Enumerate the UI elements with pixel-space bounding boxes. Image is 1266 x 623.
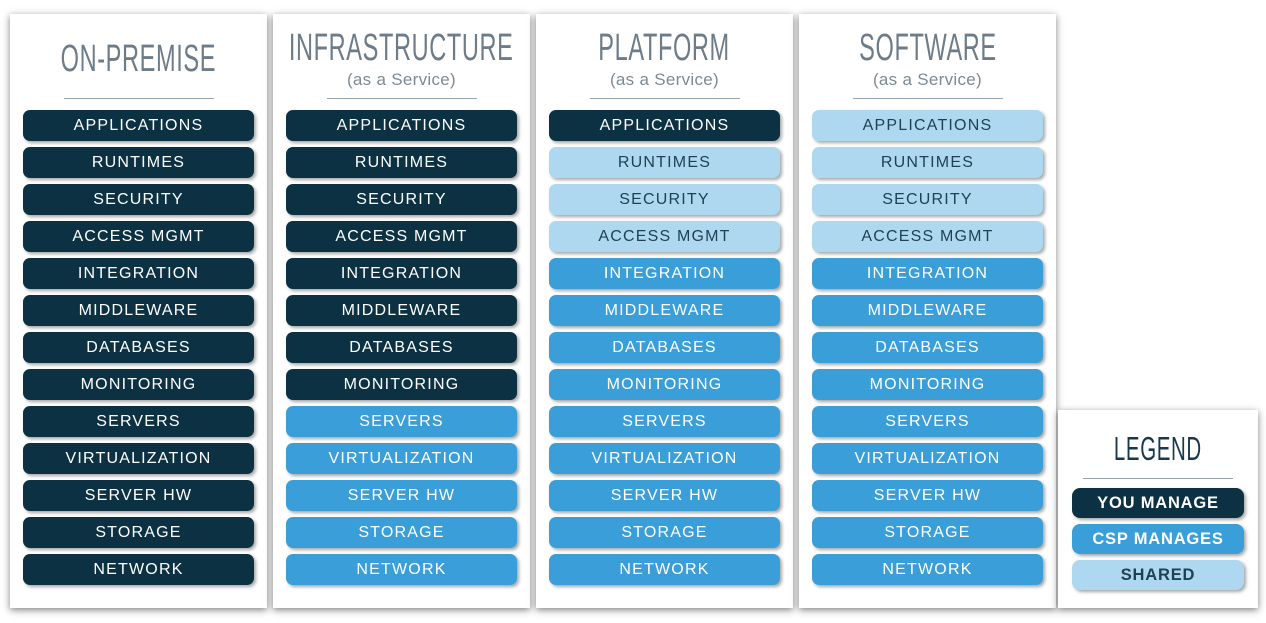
pill-monitoring: MONITORING <box>23 369 254 400</box>
column-subtitle: (as a Service) <box>872 69 983 89</box>
column-infrastructure: INFRASTRUCTURE (as a Service) APPLICATIO… <box>273 14 530 608</box>
legend-item-csp-manages: CSP MANAGES <box>1072 524 1244 554</box>
column-software: SOFTWARE (as a Service) APPLICATIONS RUNT… <box>799 14 1056 608</box>
column-title-text: SOFTWARE <box>858 26 997 69</box>
pill-network: NETWORK <box>286 554 517 585</box>
column-header: PLATFORM (as a Service) <box>549 20 780 98</box>
header-divider <box>589 98 740 99</box>
column-title: ON-PREMISE <box>13 40 264 78</box>
column-title: INFRASTRUCTURE <box>220 29 582 67</box>
pill-server-hw: SERVER HW <box>286 480 517 511</box>
legend-item-you-manage: YOU MANAGE <box>1072 488 1244 518</box>
pill-storage: STORAGE <box>549 517 780 548</box>
column-title: PLATFORM <box>558 29 770 67</box>
pill-runtimes: RUNTIMES <box>286 147 517 178</box>
legend-item-list: YOU MANAGE CSP MANAGES SHARED <box>1072 488 1244 590</box>
pill-monitoring: MONITORING <box>812 369 1043 400</box>
pill-servers: SERVERS <box>23 406 254 437</box>
legend-header: LEGEND <box>1072 418 1244 478</box>
pill-databases: DATABASES <box>812 332 1043 363</box>
pill-servers: SERVERS <box>812 406 1043 437</box>
pill-databases: DATABASES <box>286 332 517 363</box>
column-title: SOFTWARE <box>817 29 1039 67</box>
pill-security: SECURITY <box>286 184 517 215</box>
pill-runtimes: RUNTIMES <box>549 147 780 178</box>
pill-list: APPLICATIONS RUNTIMES SECURITY ACCESS MGMT I… <box>286 110 517 585</box>
pill-security: SECURITY <box>23 184 254 215</box>
pill-virtualization: VIRTUALIZATION <box>23 443 254 474</box>
pill-access-mgmt: ACCESS MGMT <box>549 221 780 252</box>
pill-integration: INTEGRATION <box>549 258 780 289</box>
header-divider <box>63 98 214 99</box>
pill-servers: SERVERS <box>549 406 780 437</box>
legend-card: LEGEND YOU MANAGE CSP MANAGES SHARED <box>1058 410 1258 608</box>
pill-integration: INTEGRATION <box>23 258 254 289</box>
column-header: INFRASTRUCTURE (as a Service) <box>286 20 517 98</box>
pill-applications: APPLICATIONS <box>549 110 780 141</box>
column-subtitle: (as a Service) <box>346 69 457 89</box>
header-divider <box>852 98 1003 99</box>
pill-middleware: MIDDLEWARE <box>23 295 254 326</box>
pill-access-mgmt: ACCESS MGMT <box>23 221 254 252</box>
pill-databases: DATABASES <box>549 332 780 363</box>
pill-network: NETWORK <box>549 554 780 585</box>
pill-security: SECURITY <box>812 184 1043 215</box>
pill-middleware: MIDDLEWARE <box>812 295 1043 326</box>
pill-middleware: MIDDLEWARE <box>549 295 780 326</box>
column-subtitle: (as a Service) <box>609 69 720 89</box>
pill-storage: STORAGE <box>286 517 517 548</box>
pill-access-mgmt: ACCESS MGMT <box>286 221 517 252</box>
legend-title: LEGEND <box>1087 432 1229 465</box>
pill-monitoring: MONITORING <box>549 369 780 400</box>
column-title-text: ON-PREMISE <box>60 38 217 80</box>
pill-runtimes: RUNTIMES <box>23 147 254 178</box>
pill-monitoring: MONITORING <box>286 369 517 400</box>
header-divider <box>326 98 477 99</box>
pill-storage: STORAGE <box>812 517 1043 548</box>
pill-list: APPLICATIONS RUNTIMES SECURITY ACCESS MGMT I… <box>23 110 254 585</box>
pill-virtualization: VIRTUALIZATION <box>549 443 780 474</box>
column-header: SOFTWARE (as a Service) <box>812 20 1043 98</box>
pill-databases: DATABASES <box>23 332 254 363</box>
pill-server-hw: SERVER HW <box>549 480 780 511</box>
pill-applications: APPLICATIONS <box>286 110 517 141</box>
pill-server-hw: SERVER HW <box>23 480 254 511</box>
pill-applications: APPLICATIONS <box>812 110 1043 141</box>
column-platform: PLATFORM (as a Service) APPLICATIONS RUNT… <box>536 14 793 608</box>
pill-network: NETWORK <box>812 554 1043 585</box>
pill-list: APPLICATIONS RUNTIMES SECURITY ACCESS MGMT I… <box>812 110 1043 585</box>
column-title-text: PLATFORM <box>598 26 731 69</box>
pill-applications: APPLICATIONS <box>23 110 254 141</box>
pill-virtualization: VIRTUALIZATION <box>812 443 1043 474</box>
column-header: ON-PREMISE <box>23 20 254 98</box>
pill-servers: SERVERS <box>286 406 517 437</box>
pill-security: SECURITY <box>549 184 780 215</box>
legend-divider <box>1083 478 1233 479</box>
pill-runtimes: RUNTIMES <box>812 147 1043 178</box>
column-title-text: INFRASTRUCTURE <box>289 26 514 69</box>
pill-access-mgmt: ACCESS MGMT <box>812 221 1043 252</box>
pill-server-hw: SERVER HW <box>812 480 1043 511</box>
pill-integration: INTEGRATION <box>812 258 1043 289</box>
pill-middleware: MIDDLEWARE <box>286 295 517 326</box>
legend-item-shared: SHARED <box>1072 560 1244 590</box>
pill-virtualization: VIRTUALIZATION <box>286 443 517 474</box>
legend-title-text: LEGEND <box>1114 429 1202 467</box>
pill-network: NETWORK <box>23 554 254 585</box>
pill-storage: STORAGE <box>23 517 254 548</box>
pill-list: APPLICATIONS RUNTIMES SECURITY ACCESS MGMT I… <box>549 110 780 585</box>
pill-integration: INTEGRATION <box>286 258 517 289</box>
